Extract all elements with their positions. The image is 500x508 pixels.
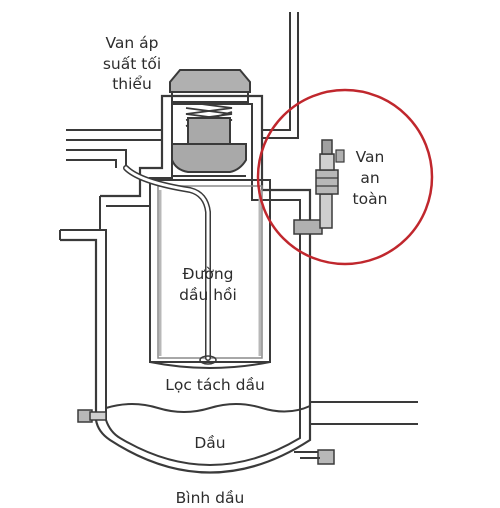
oil-filter-label: Lọc tách dầu xyxy=(165,376,265,394)
oil-label: Dầu xyxy=(194,434,226,452)
min-pressure-valve-label: Van áp suất tối thiểu xyxy=(82,33,182,95)
safety-valve-label: Van an toàn xyxy=(338,147,402,210)
oil-return-line-label-line-2: dầu hồi xyxy=(179,286,237,304)
min-pressure-valve-label-line-2: suất tối xyxy=(102,54,162,73)
safety-valve-label-line-2: an xyxy=(360,169,380,187)
drain-valve xyxy=(294,449,335,465)
oil-level-line xyxy=(105,403,311,413)
safety-valve-highlight-circle xyxy=(256,88,434,266)
min-pressure-valve-label-line-3: thiểu xyxy=(112,75,152,93)
right-oil-pipe xyxy=(310,401,418,425)
oil-return-line-label-line-1: Đường xyxy=(182,265,234,283)
min-pressure-valve-label-line-1: Van áp xyxy=(105,34,159,52)
valve-piston xyxy=(187,117,231,145)
safety-valve-label-line-3: toàn xyxy=(352,190,388,208)
left-oil-port xyxy=(77,409,107,423)
left-pipes xyxy=(66,129,162,168)
oil-return-line-label: Đường dầu hồi xyxy=(160,264,256,306)
safety-valve xyxy=(293,139,345,235)
vessel-outer-wall xyxy=(60,94,312,474)
valve-bonnet xyxy=(169,69,251,93)
filter-element xyxy=(149,179,271,363)
safety-valve-label-line-1: Van xyxy=(355,148,385,166)
bottom-label: Bình dầu xyxy=(175,489,245,507)
